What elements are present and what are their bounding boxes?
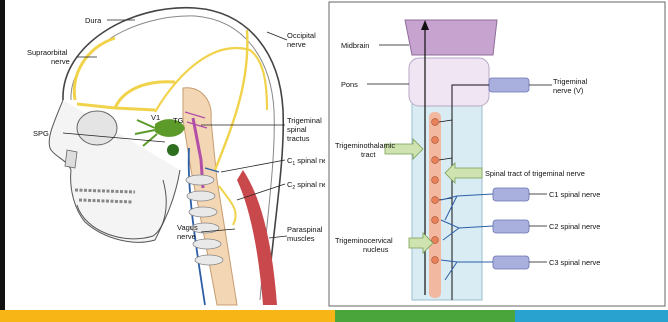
- nasal-cavity: [65, 150, 77, 168]
- label-paraspinal-2: muscles: [287, 234, 315, 243]
- label-trigeminocervical-2: nucleus: [363, 245, 389, 254]
- label-dura: Dura: [85, 16, 102, 25]
- label-trigeminocervical-1: Trigeminocervical: [335, 236, 393, 245]
- label-trig-spinal-3: tractus: [287, 134, 310, 143]
- brainstem-schematic-diagram: Midbrain Pons Trigeminal nerve (V) Trige…: [327, 0, 668, 310]
- label-c1-spinal: C1 spinal nerve: [287, 156, 325, 167]
- label-paraspinal-1: Paraspinal: [287, 225, 323, 234]
- label-supraorbital-2: nerve: [51, 57, 70, 66]
- c3-receptor: [493, 256, 529, 269]
- label-c2-spinal-nerve: C2 spinal nerve: [549, 222, 600, 231]
- label-occipital-1: Occipital: [287, 31, 316, 40]
- bottom-bar-blue: [515, 310, 668, 322]
- bottom-bar-yellow: [0, 310, 335, 322]
- pons: [409, 58, 489, 106]
- spinal-cord: [412, 100, 482, 300]
- brainstem-schematic-panel: Midbrain Pons Trigeminal nerve (V) Trige…: [327, 0, 668, 310]
- label-trigeminothalamic-1: Trigeminothalamic: [335, 141, 395, 150]
- trigeminal-nerve-receptor: [489, 78, 529, 92]
- bottom-bar-green: [335, 310, 515, 322]
- label-spg: SPG: [33, 129, 49, 138]
- trigeminal-branches: [135, 120, 157, 146]
- label-trigeminal-nerve-1: Trigeminal: [553, 77, 588, 86]
- c2-receptor: [493, 220, 529, 233]
- label-tg: TG: [173, 116, 184, 125]
- label-pons: Pons: [341, 80, 358, 89]
- label-c3-spinal-nerve: C3 spinal nerve: [549, 258, 600, 267]
- spg-ganglion: [167, 144, 179, 156]
- label-occipital-2: nerve: [287, 40, 306, 49]
- supraorbital-nerve: [74, 38, 175, 110]
- head-anatomy-panel: Dura Occipital nerve Supraorbital nerve …: [5, 0, 325, 310]
- eye-orbit: [77, 111, 117, 145]
- label-trig-spinal-2: spinal: [287, 125, 307, 134]
- head-anatomy-diagram: Dura Occipital nerve Supraorbital nerve …: [5, 0, 325, 310]
- label-trigeminothalamic-2: tract: [361, 150, 375, 159]
- label-vagus-2: nerve: [177, 232, 196, 241]
- label-supraorbital-1: Supraorbital: [27, 48, 68, 57]
- label-vagus-1: Vagus: [177, 223, 198, 232]
- label-trigeminal-nerve-2: nerve (V): [553, 86, 583, 95]
- midbrain: [405, 20, 497, 55]
- dura-nerve-branch: [155, 48, 267, 112]
- label-c1-spinal-nerve: C1 spinal nerve: [549, 190, 600, 199]
- label-midbrain: Midbrain: [341, 41, 369, 50]
- label-trig-spinal-1: Trigeminal: [287, 116, 322, 125]
- label-c2-spinal: C2 spinal nerve: [287, 180, 325, 191]
- label-spinal-tract: Spinal tract of trigeminal nerve: [485, 169, 585, 178]
- label-v1: V1: [151, 113, 160, 122]
- c1-receptor: [493, 188, 529, 201]
